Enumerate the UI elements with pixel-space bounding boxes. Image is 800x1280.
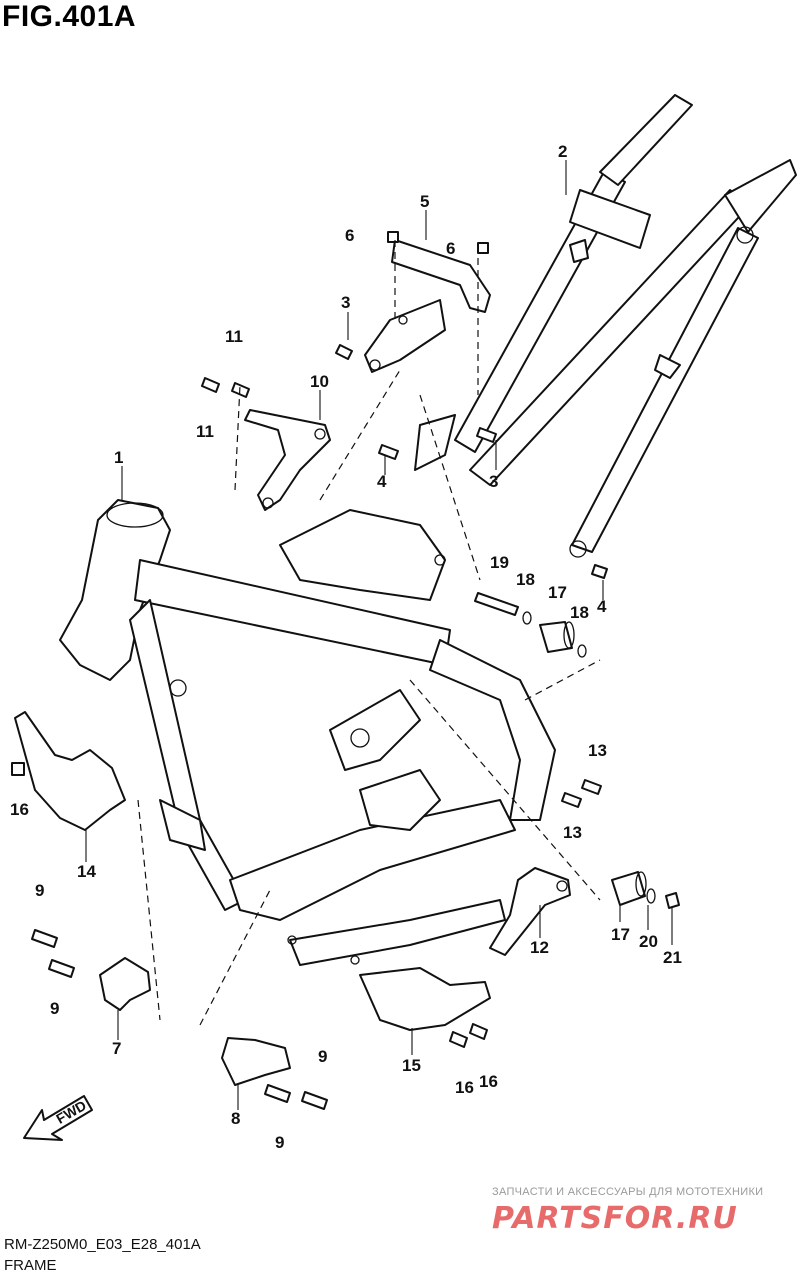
callout-3-upper: 3	[341, 293, 350, 312]
callout-4-left: 4	[377, 472, 387, 491]
callout-3-lower: 3	[489, 472, 498, 491]
callout-16-bottom-a: 16	[455, 1078, 474, 1097]
callout-13-lower: 13	[563, 823, 582, 842]
callout-18-left: 18	[516, 570, 535, 589]
callout-7: 7	[112, 1039, 121, 1058]
part-8-bracket	[221, 1037, 291, 1086]
callout-11-upper: 11	[225, 327, 243, 346]
washers-nuts	[522, 611, 680, 909]
callout-8: 8	[231, 1109, 240, 1128]
callout-15: 15	[402, 1056, 421, 1075]
callout-17-upper: 17	[548, 583, 567, 602]
callout-6-left: 6	[345, 226, 354, 245]
callout-11-lower: 11	[196, 422, 214, 441]
watermark-logo-text: PARTSFOR.RU	[492, 1201, 738, 1236]
part-15-frame-guard	[359, 967, 491, 1031]
callout-labels: 1 2 3 3 4 4 5 6 6 7 8 9 9 9 9 10 11 11 1…	[10, 142, 682, 1152]
callout-14: 14	[77, 862, 96, 881]
callout-4-right: 4	[597, 597, 607, 616]
watermark-tagline: ЗАПЧАСТИ И АКСЕССУАРЫ ДЛЯ МОТОТЕХНИКИ	[492, 1186, 764, 1198]
part-1-main-frame	[59, 499, 556, 966]
callout-19: 19	[490, 553, 509, 572]
part-2-rear-subframe	[414, 94, 797, 558]
fwd-arrow-icon: FWD	[23, 1095, 93, 1141]
callout-18-right: 18	[570, 603, 589, 622]
part-7-bracket	[99, 957, 151, 1011]
callout-13-upper: 13	[588, 741, 607, 760]
callout-6-right: 6	[446, 239, 455, 258]
callout-10: 10	[310, 372, 329, 391]
part-14-frame-guard	[14, 711, 126, 831]
bolts-hardware	[11, 231, 608, 1110]
figure-title: FIG.401A	[2, 0, 137, 33]
callout-5: 5	[420, 192, 429, 211]
watermark-logo: PARTSFOR.RU	[492, 1201, 738, 1236]
callout-21: 21	[663, 948, 682, 967]
callout-16-bottom-b: 16	[479, 1072, 498, 1091]
diagram-code: RM-Z250M0_E03_E28_401A	[4, 1236, 201, 1253]
callout-2: 2	[558, 142, 567, 161]
part-5-bracket	[364, 239, 491, 373]
callout-20: 20	[639, 932, 658, 951]
callout-9-a: 9	[35, 881, 44, 900]
assembly-guide-lines	[137, 240, 601, 1026]
part-17-bushing-collar	[539, 621, 647, 906]
callout-9-b: 9	[50, 999, 59, 1018]
callout-16-left: 16	[10, 800, 29, 819]
callout-9-d: 9	[275, 1133, 284, 1152]
part-10-engine-mount	[244, 409, 331, 511]
callout-17-lower: 17	[611, 925, 630, 944]
callout-9-c: 9	[318, 1047, 327, 1066]
callout-12: 12	[530, 938, 549, 957]
callout-1: 1	[114, 448, 123, 467]
callout-leaders	[85, 160, 673, 1110]
diagram-caption: FRAME	[4, 1257, 57, 1274]
part-12-engine-mount	[489, 867, 571, 956]
